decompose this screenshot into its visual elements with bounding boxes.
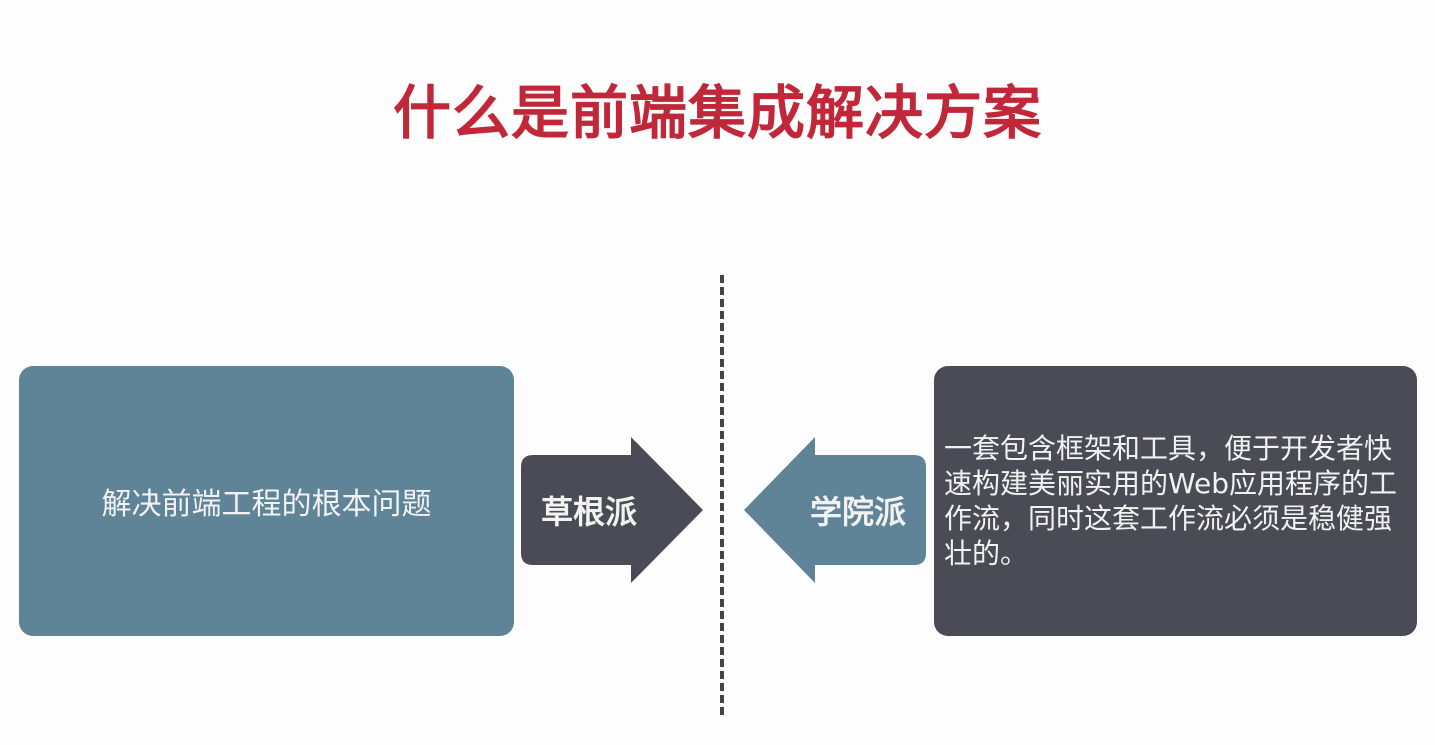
academic-description-text: 一套包含框架和工具，便于开发者快速构建美丽实用的Web应用程序的工作流，同时这套… xyxy=(944,432,1398,570)
center-dashed-divider xyxy=(720,275,724,715)
academic-description-box: 一套包含框架和工具，便于开发者快速构建美丽实用的Web应用程序的工作流，同时这套… xyxy=(934,366,1417,636)
grassroots-description-text: 解决前端工程的根本问题 xyxy=(101,487,432,522)
grassroots-description-box: 解决前端工程的根本问题 xyxy=(19,366,514,636)
arrow-right-icon xyxy=(521,437,703,583)
academic-label: 学院派 xyxy=(810,493,907,531)
grassroots-arrow: 草根派 xyxy=(521,437,704,583)
grassroots-label: 草根派 xyxy=(541,493,638,531)
arrow-left-icon xyxy=(744,437,926,583)
academic-arrow: 学院派 xyxy=(744,437,926,583)
slide-title: 什么是前端集成解决方案 xyxy=(392,79,1042,147)
